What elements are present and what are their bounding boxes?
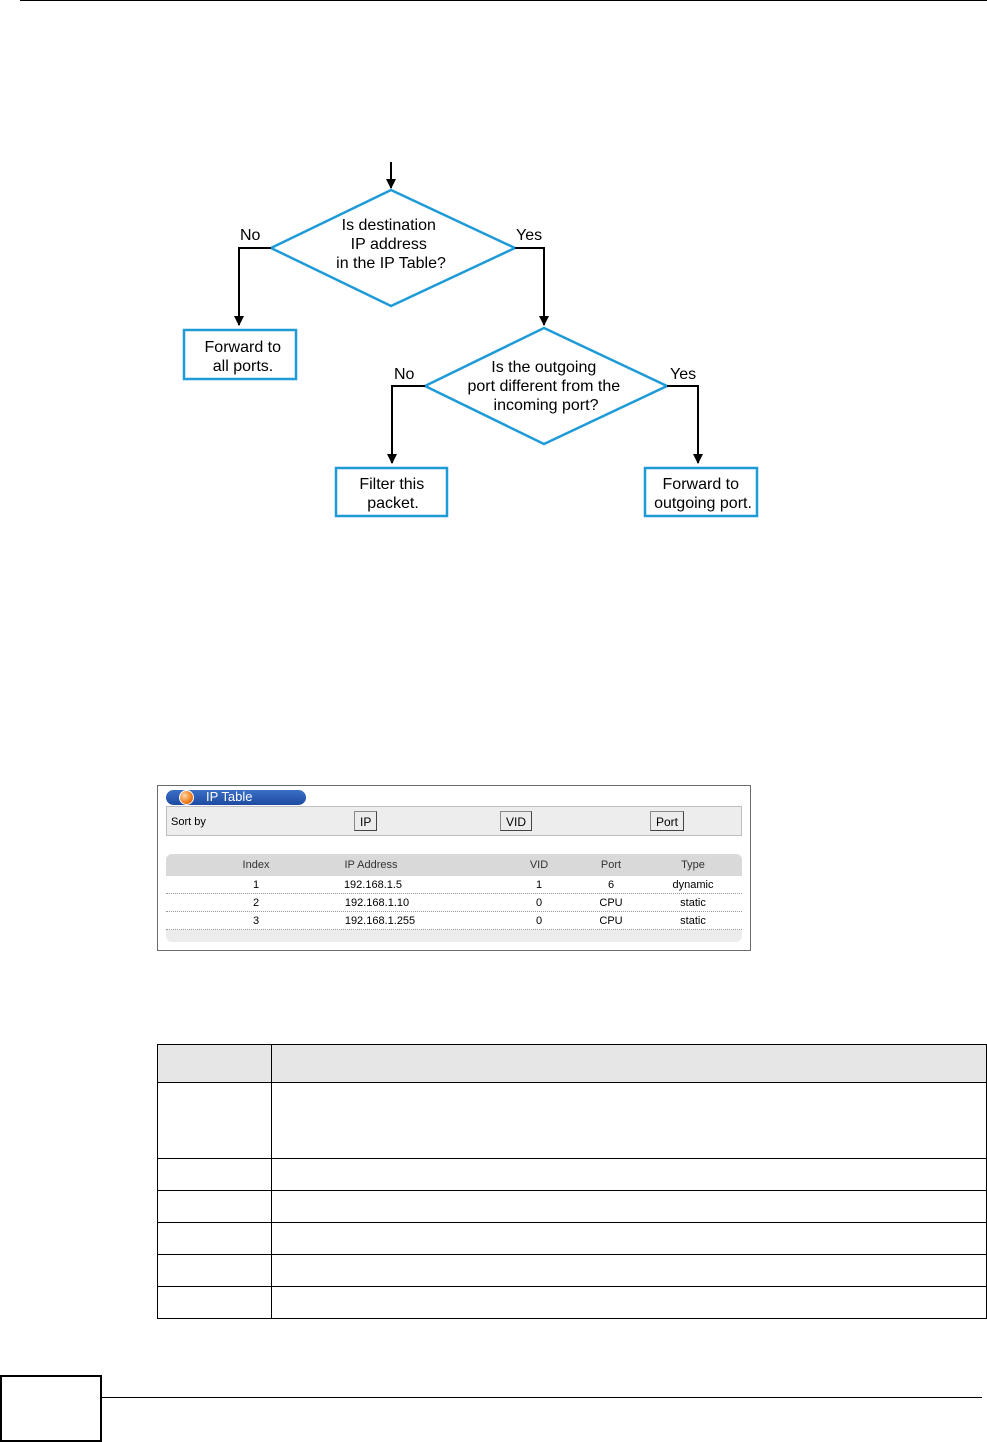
box-all-ports-line1: Forward to: [205, 339, 282, 356]
box-forward-all-ports: [182, 328, 298, 381]
decision-port-different: [422, 326, 670, 446]
ip-table-grid: Index IP Address VID Port Type 1 192.168…: [166, 854, 742, 942]
footer-rule: [100, 1397, 982, 1398]
box-all-ports-line2: all ports.: [213, 358, 273, 375]
table-header-row: Index IP Address VID Port Type: [166, 854, 742, 876]
decision2-no-connector: [387, 385, 425, 464]
table-row: [157, 1286, 987, 1319]
svg-text:Forward to outgoing port.: Forward to outgoing port.: [654, 476, 752, 512]
sort-port-button[interactable]: Port: [650, 811, 685, 831]
table-row: [157, 1082, 987, 1159]
row2-index: 2: [252, 897, 260, 909]
ip-table-screen: IP Table Sort by IP VID Port Index IP Ad…: [157, 785, 751, 951]
table-row: 2 192.168.1.10 0 CPU static: [166, 894, 742, 912]
row2-vid: 0: [535, 897, 543, 909]
row1-type: dynamic: [672, 879, 714, 891]
decision1-yes-connector: [515, 247, 549, 326]
col-ip-header: IP Address: [344, 859, 398, 871]
row1-ip: 192.168.1.5: [343, 879, 403, 891]
decision-destination-in-table: [268, 188, 518, 308]
row2-type: static: [680, 897, 706, 909]
ip-lookup-flowchart: Is destination IP address in the IP Tabl…: [182, 162, 759, 518]
header-rule: [20, 0, 987, 1]
table-row: 3 192.168.1.255 0 CPU static: [166, 912, 742, 930]
svg-text:Forward to all ports.: Forward to all ports.: [205, 339, 286, 375]
decision2-no-label: No: [394, 366, 415, 383]
decision2-line3: incoming port?: [494, 397, 599, 414]
row2-port: CPU: [599, 897, 623, 909]
table-row: [157, 1190, 987, 1223]
panel-title-bar: IP Table: [166, 789, 306, 805]
col-vid-header: VID: [529, 859, 549, 871]
decision2-yes-label: Yes: [670, 366, 696, 383]
row3-type: static: [680, 915, 706, 927]
row3-vid: 0: [535, 915, 543, 927]
box-filter-line2: packet.: [367, 495, 419, 512]
row1-vid: 1: [535, 879, 543, 891]
header-cell-description: [271, 1044, 987, 1083]
decision1-line3: in the IP Table?: [336, 255, 446, 272]
page-number-box: [0, 1375, 102, 1442]
sort-ip-button[interactable]: IP: [354, 811, 378, 831]
box-filter-packet: [334, 466, 449, 518]
table-row: 1 192.168.1.5 1 6 dynamic: [166, 876, 742, 894]
row3-index: 3: [252, 915, 260, 927]
row3-ip: 192.168.1.255: [344, 915, 416, 927]
decision1-yes-label: Yes: [516, 227, 542, 244]
decision2-yes-connector: [667, 385, 703, 464]
decision2-line2: port different from the: [467, 378, 620, 395]
table-row: [157, 1254, 987, 1287]
svg-text:Is destination IP address: Is destination IP address in the IP Tabl…: [336, 217, 446, 272]
row1-index: 1: [252, 879, 260, 891]
svg-text:Filter this packet.: Filter this packet.: [359, 476, 428, 512]
decision1-line2: IP address: [351, 236, 427, 253]
col-index-header: Index: [242, 859, 270, 871]
row1-port: 6: [607, 879, 615, 891]
orb-icon: [179, 790, 194, 805]
decision1-no-connector: [234, 247, 271, 326]
row3-port: CPU: [599, 915, 623, 927]
table-row: [157, 1158, 987, 1191]
description-header-row: [157, 1044, 987, 1083]
decision1-no-label: No: [240, 227, 261, 244]
decision1-line1: Is destination: [342, 217, 436, 234]
field-description-table: [157, 1044, 987, 1319]
decision2-line1: Is the outgoing: [491, 359, 596, 376]
sort-vid-button[interactable]: VID: [500, 811, 533, 831]
box-outgoing-line2: outgoing port.: [654, 495, 752, 512]
col-type-header: Type: [681, 859, 705, 871]
box-filter-line1: Filter this: [359, 476, 424, 493]
panel-title: IP Table: [206, 789, 253, 804]
col-port-header: Port: [600, 859, 622, 871]
svg-text:Is the outgoing port diffe: Is the outgoing port different from the …: [467, 359, 624, 414]
box-forward-outgoing-port: [643, 466, 759, 518]
row2-ip: 192.168.1.10: [344, 897, 410, 909]
box-outgoing-line1: Forward to: [663, 476, 740, 493]
sort-by-label: Sort by: [171, 816, 206, 828]
table-row: [157, 1222, 987, 1255]
header-cell-label: [157, 1044, 272, 1083]
sort-bar: Sort by IP VID Port: [166, 806, 742, 836]
